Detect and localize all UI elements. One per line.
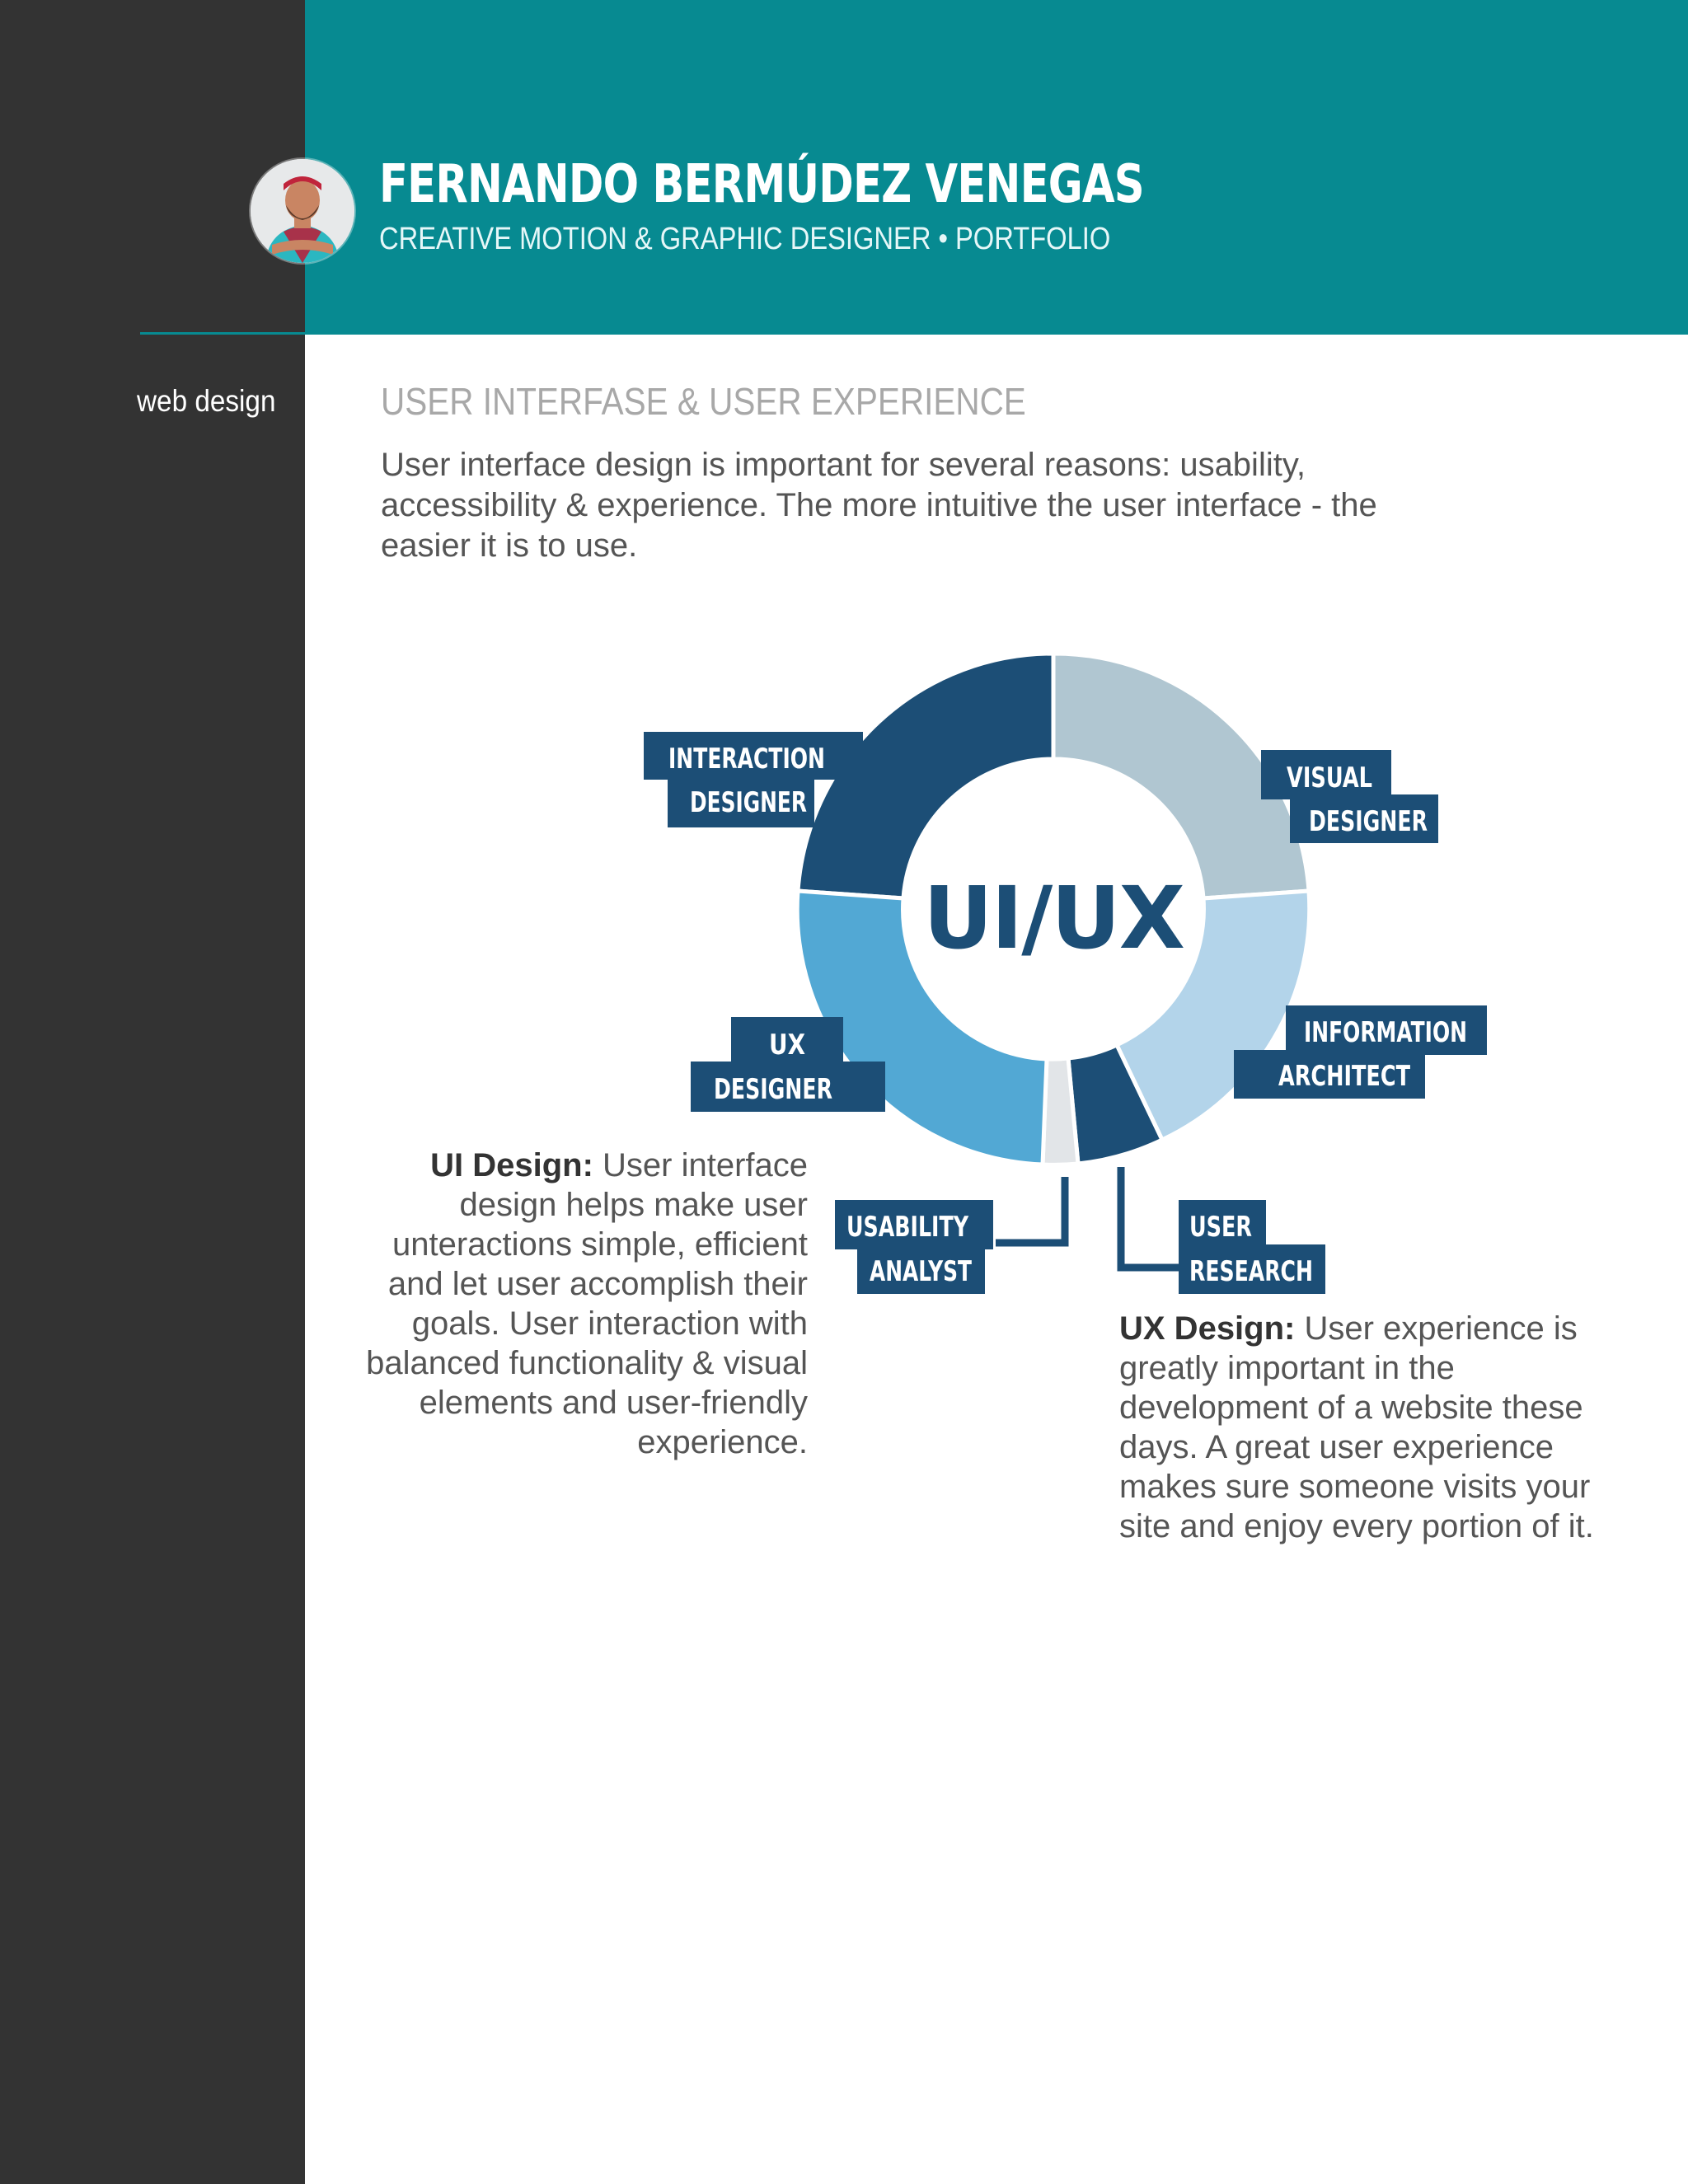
tag-ux-designer: UX DESIGNER <box>691 1017 885 1112</box>
ui-design-lead: UI Design: <box>430 1147 593 1183</box>
tag-label-line2: ARCHITECT <box>1278 1060 1411 1093</box>
ui-design-text: User interface design helps make user un… <box>366 1147 808 1460</box>
diagram-center-label: UI/UX <box>923 868 1184 968</box>
intro-paragraph: User interface design is important for s… <box>381 447 1377 564</box>
avatar <box>251 159 354 263</box>
segment-information-architect <box>1114 888 1312 1143</box>
segment-interaction-designer <box>795 651 1056 901</box>
tag-label-line1: VISUAL <box>1287 762 1372 794</box>
tag-interaction-designer: INTERACTION DESIGNER <box>644 732 863 827</box>
tag-label-line2: DESIGNER <box>714 1073 832 1106</box>
tag-label-line2: RESEARCH <box>1189 1255 1313 1288</box>
sidebar-section-label: web design <box>137 384 276 418</box>
sidebar <box>0 0 305 2184</box>
page-title: USER INTERFASE & USER EXPERIENCE <box>381 380 1026 423</box>
designer-tagline: CREATIVE MOTION & GRAPHIC DESIGNER • POR… <box>379 222 1111 256</box>
tag-usability-analyst: USABILITY ANALYST <box>835 1200 993 1294</box>
ux-design-description: UX Design: User experience is greatly im… <box>1119 1309 1597 1546</box>
avatar-illustration <box>251 159 354 263</box>
ux-design-text: User experience is greatly important in … <box>1119 1310 1594 1544</box>
tag-information-architect: INFORMATION ARCHITECT <box>1234 1005 1487 1099</box>
ux-design-lead: UX Design: <box>1119 1310 1296 1347</box>
tag-label-line2: DESIGNER <box>690 786 807 819</box>
tag-label-line2: DESIGNER <box>1309 805 1428 838</box>
tag-label-line1: USER <box>1189 1211 1252 1244</box>
segment-visual-designer <box>1051 651 1311 901</box>
tag-label-line2: ANALYST <box>870 1255 973 1288</box>
tag-visual-designer: VISUAL DESIGNER <box>1261 750 1438 843</box>
tag-label-line1: USABILITY <box>846 1211 968 1244</box>
tag-label-line1: INTERACTION <box>668 743 825 776</box>
header-banner <box>305 0 1688 335</box>
connector-usability <box>996 1177 1069 1247</box>
header-divider <box>140 332 305 335</box>
tag-label-line1: INFORMATION <box>1304 1016 1467 1049</box>
connector-user-research <box>1117 1167 1182 1272</box>
tag-label-line1: UX <box>769 1029 805 1062</box>
tag-user-research: USER RESEARCH <box>1179 1200 1325 1294</box>
segment-ux-designer <box>795 888 1049 1167</box>
designer-name: FERNANDO BERMÚDEZ VENEGAS <box>379 154 1145 215</box>
ui-design-description: UI Design: User interface design helps m… <box>338 1146 808 1462</box>
